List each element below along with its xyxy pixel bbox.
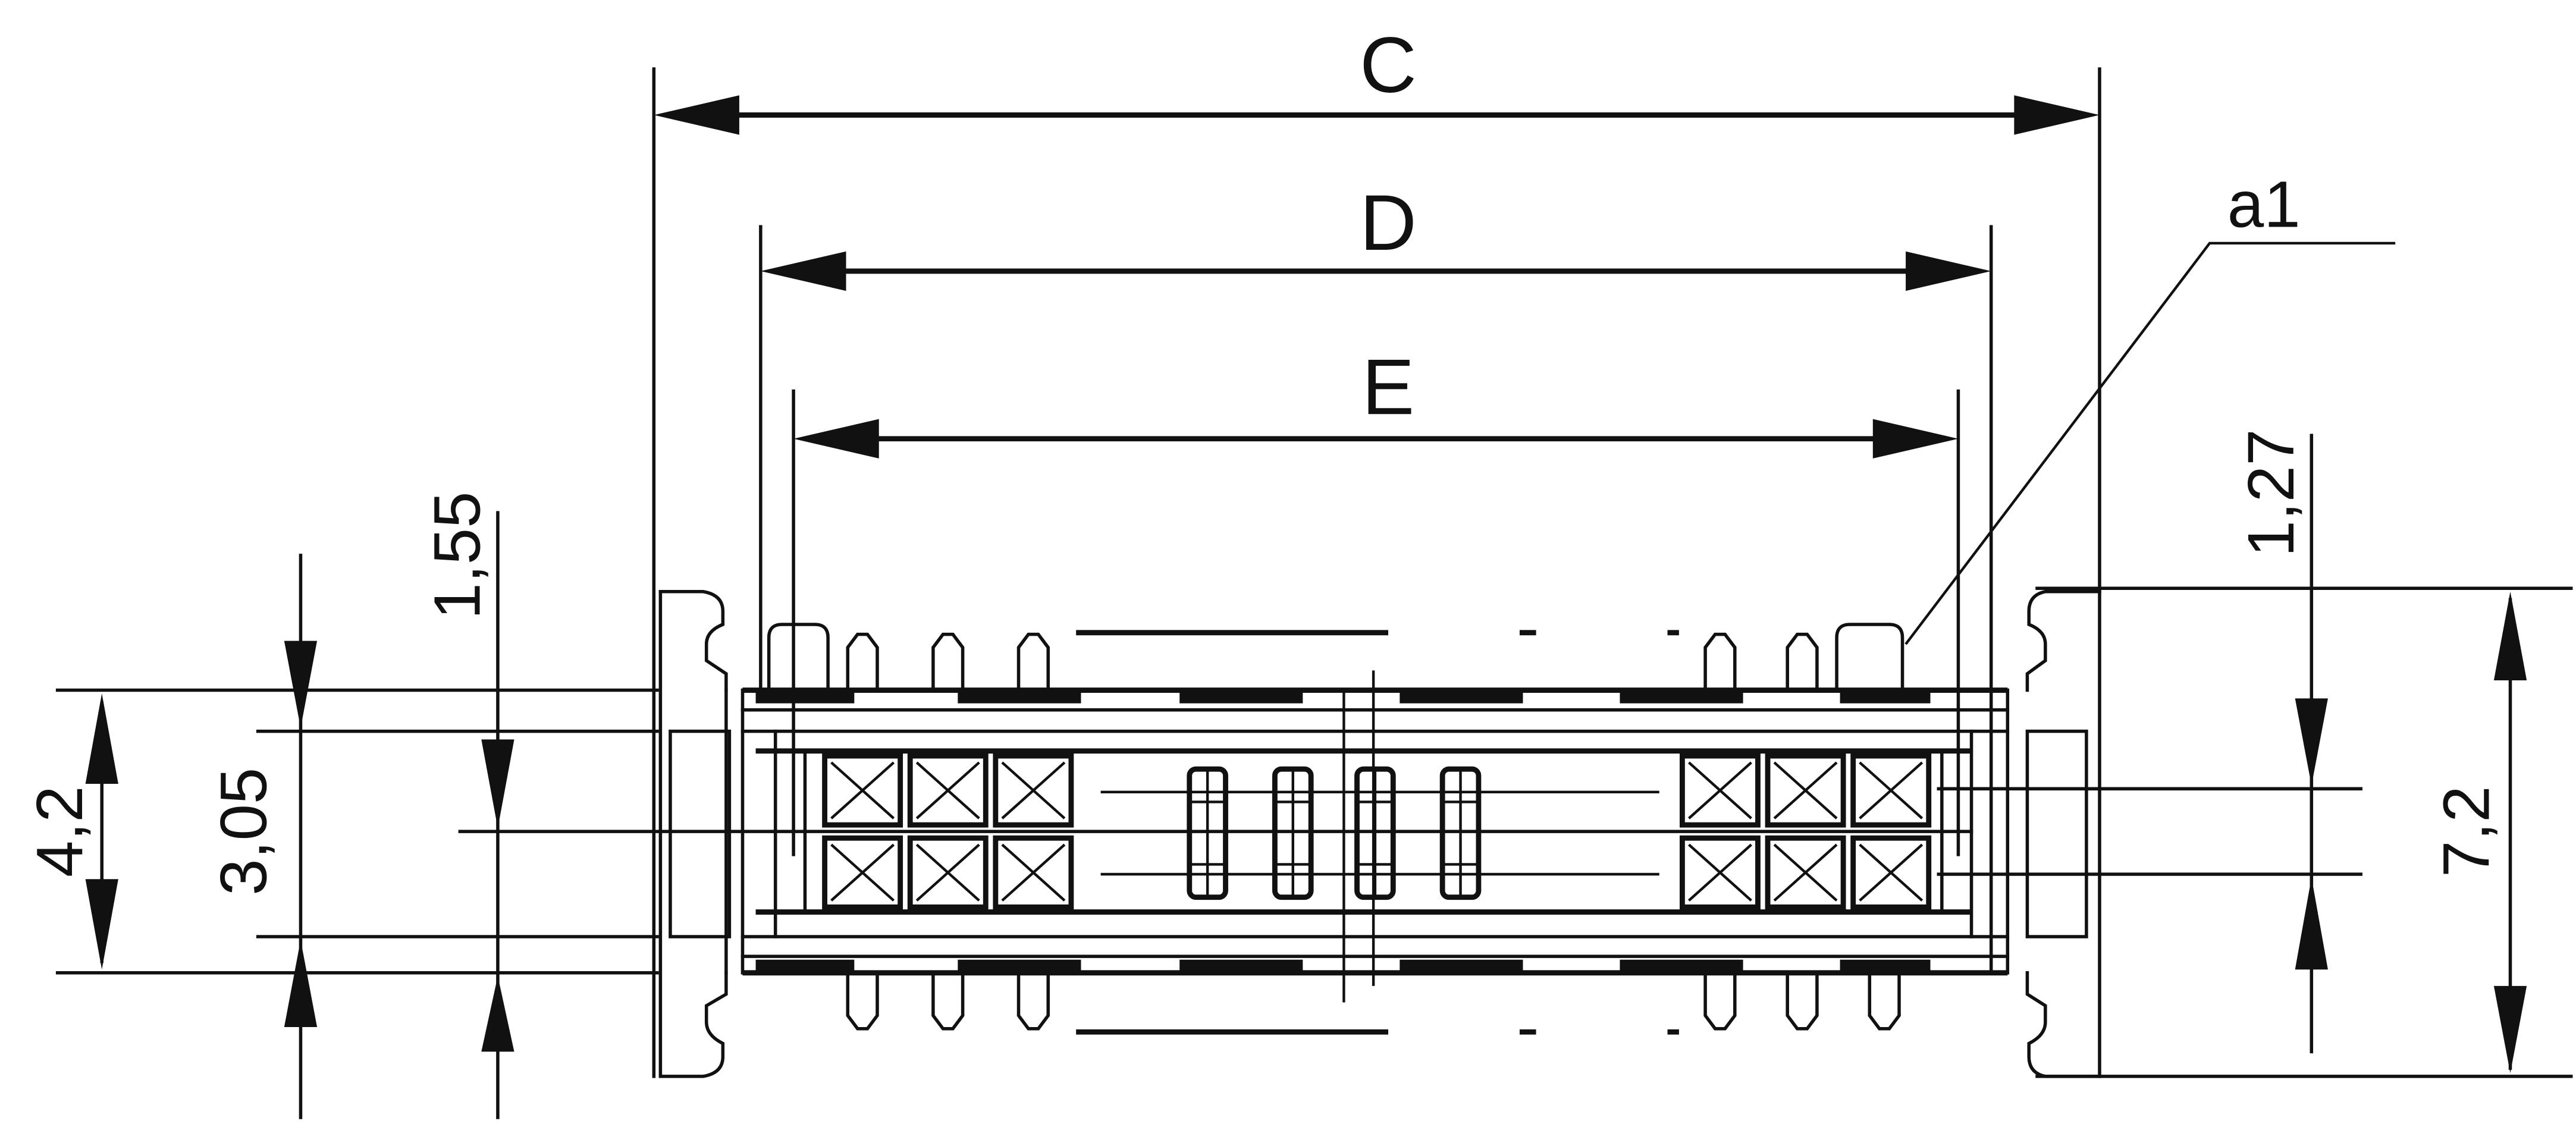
center-contact (1354, 766, 1396, 900)
arrow-right-icon (2014, 95, 2100, 135)
arrow-left-icon (793, 419, 879, 459)
contact-blocks-left (822, 753, 1074, 910)
center-contact (1187, 766, 1228, 900)
callout-a1: a1 (1904, 168, 2396, 645)
pin-bottom (931, 971, 965, 1031)
contact-blocks-right (1679, 753, 1932, 910)
dimension-label-1-55: 1,55 (421, 491, 494, 619)
contact-block (1850, 753, 1932, 910)
left-extension-lines (55, 688, 774, 975)
arrow-up-icon (481, 976, 514, 1052)
arrow-down-icon (85, 879, 118, 970)
arrow-right-icon (1906, 251, 1991, 291)
dimension-label-1-27: 1,27 (2235, 429, 2308, 557)
dimension-label-d: D (1360, 179, 1417, 267)
dimension-label-3-05: 3,05 (207, 768, 280, 896)
arrow-up-icon (85, 693, 118, 784)
pin-top (846, 632, 879, 692)
dimension-4-2: 4,2 (23, 693, 118, 970)
arrow-right-icon (1872, 419, 1959, 459)
dimension-d: D (759, 179, 1993, 692)
pin-bottom (846, 971, 879, 1031)
pin-top (931, 632, 965, 692)
dimension-3-05: 3,05 (207, 554, 318, 1119)
dimension-label-4-2: 4,2 (23, 786, 96, 877)
pin-top (1016, 632, 1050, 692)
arrow-down-icon (2493, 985, 2527, 1073)
contact-block (822, 753, 903, 910)
contact-block (907, 753, 989, 910)
contact-block (1679, 753, 1761, 910)
arrow-up-icon (2493, 591, 2527, 680)
arrow-left-icon (654, 95, 739, 135)
pin-top (1703, 632, 1737, 692)
arrow-up-icon (2295, 877, 2328, 970)
dimension-1-27: 1,27 (2235, 429, 2328, 1054)
dimension-label-7-2: 7,2 (2430, 786, 2503, 877)
dimension-label-c: C (1360, 21, 1417, 109)
callout-label-a1: a1 (2227, 168, 2301, 241)
pin-bottom (1786, 971, 1819, 1031)
arrow-left-icon (760, 251, 846, 291)
dimension-label-e: E (1362, 343, 1414, 431)
contact-block (1765, 753, 1846, 910)
dimension-7-2: 7,2 (2430, 591, 2527, 1073)
pin-top (1786, 632, 1819, 692)
arrow-up-icon (284, 940, 318, 1027)
center-contacts (1187, 766, 1482, 900)
pin-bottom (1016, 971, 1050, 1031)
dimension-1-55: 1,55 (421, 491, 514, 1119)
dimension-c: C (652, 21, 2101, 1078)
arrow-down-icon (284, 641, 318, 729)
connector-body (658, 589, 2101, 1078)
arrow-down-icon (2295, 698, 2328, 786)
arrow-down-icon (481, 739, 514, 828)
pin-bottom (1703, 971, 1737, 1031)
center-contact (1439, 766, 1482, 900)
contact-block (993, 753, 1074, 910)
pins (846, 632, 1901, 1031)
center-contact (1272, 766, 1314, 900)
pin-bottom (1868, 971, 1901, 1031)
